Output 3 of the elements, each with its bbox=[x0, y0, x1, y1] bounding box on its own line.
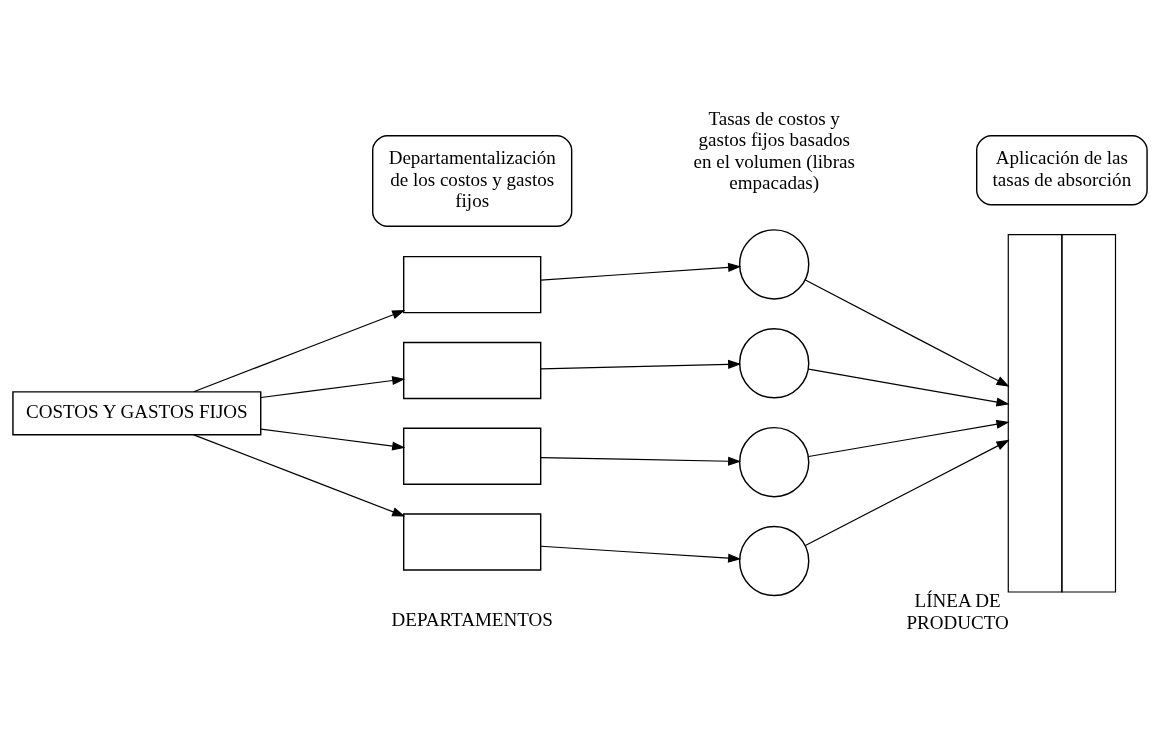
label: Tasas de costos y gastos fijos basados en el volumen (libras empacadas) bbox=[693, 107, 855, 193]
label: DEPARTAMENTOS bbox=[391, 608, 553, 630]
node-label: LÍNEA DE PRODUCTO bbox=[906, 589, 1009, 633]
